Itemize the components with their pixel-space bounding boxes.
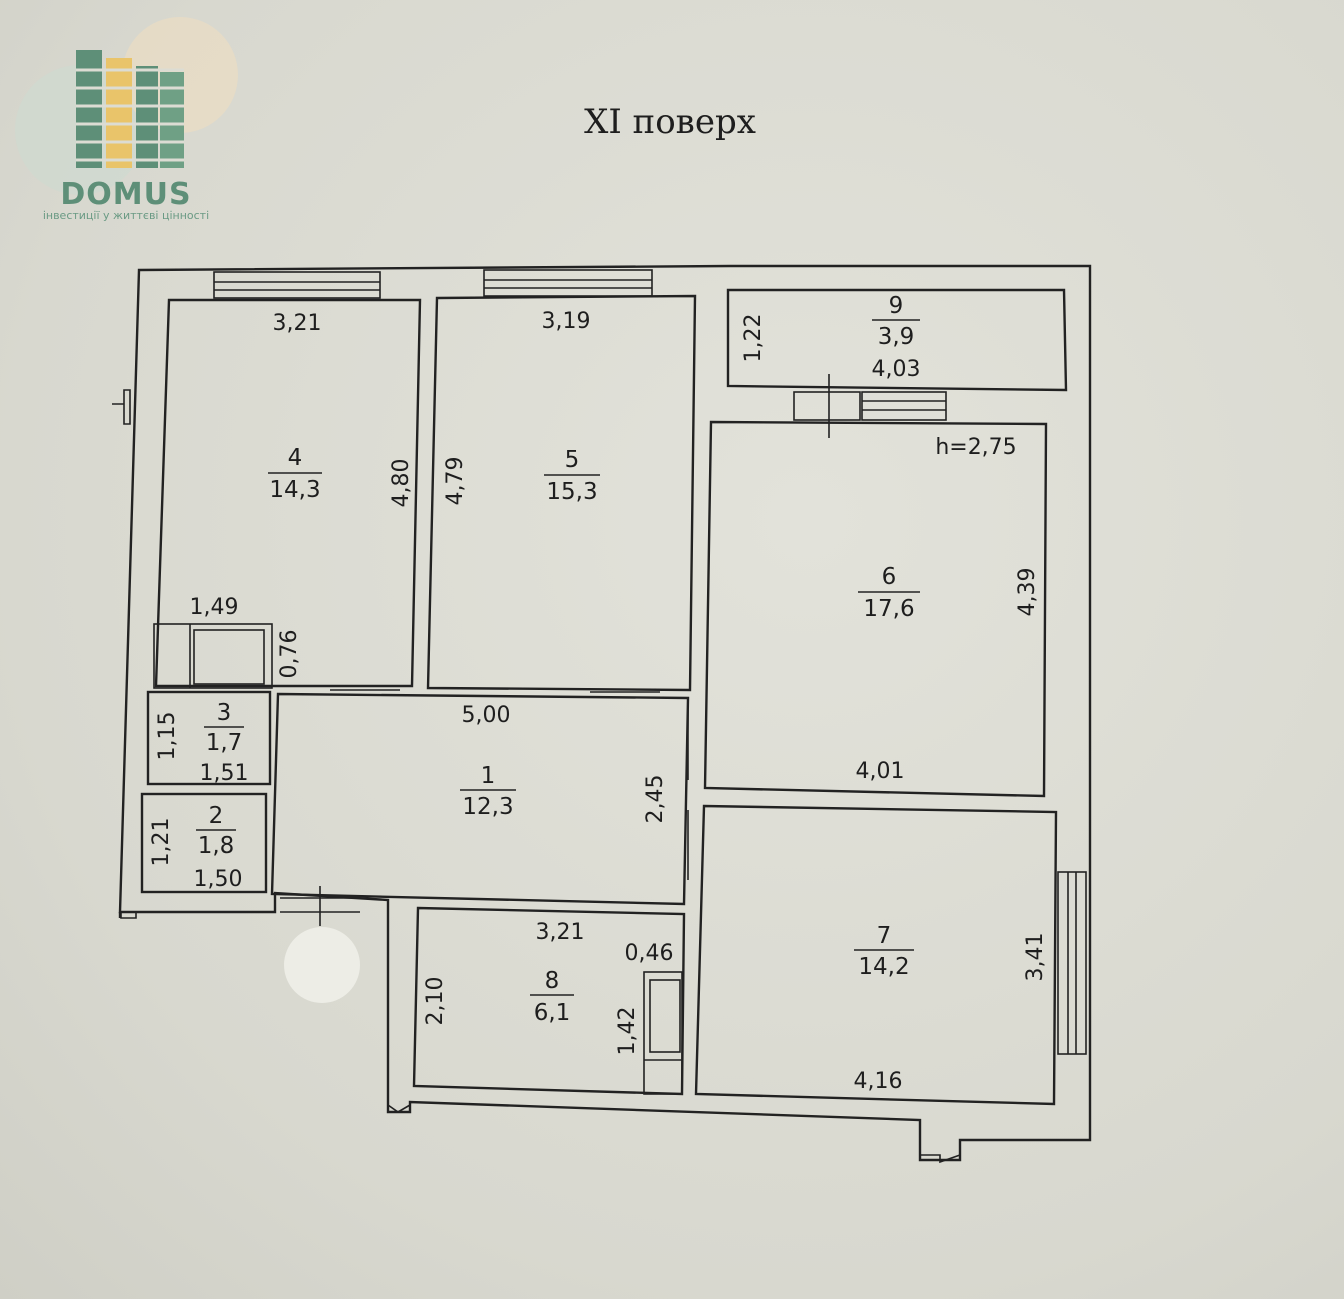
dim-r1-side: 2,45 — [643, 775, 668, 824]
room-4-outline — [154, 298, 422, 688]
dim-r3-side: 1,15 — [155, 712, 180, 761]
logo-tagline: інвестиції у життєві цінності — [43, 209, 209, 222]
rooms — [140, 269, 1087, 1106]
room-4-area: 14,3 — [269, 477, 320, 503]
dimension-labels: 3,21 4,80 3,19 4,79 1,22 4,03 h=2,75 4,3… — [149, 309, 1048, 1094]
room-labels: 4 14,3 5 15,3 9 3,9 6 17,6 3 1,7 2 1,8 1… — [196, 293, 920, 1026]
dim-r6-bottom: 4,01 — [856, 759, 905, 784]
dim-r9-bottom: 4,03 — [872, 357, 921, 382]
room-2-number: 2 — [209, 803, 224, 829]
dim-r6-side: 4,39 — [1015, 568, 1040, 617]
room-6-number: 6 — [882, 564, 897, 590]
dim-r2-bottom: 1,50 — [194, 867, 243, 892]
room-2-area: 1,8 — [198, 833, 235, 859]
room-9-area: 3,9 — [878, 324, 915, 350]
dim-r5-side: 4,79 — [443, 457, 468, 506]
building-icon — [76, 50, 184, 168]
room-9-outline — [726, 288, 1068, 392]
domus-logo: DOMUS інвестиції у життєві цінності — [15, 17, 238, 222]
room-7-area: 14,2 — [858, 954, 909, 980]
floor-title: XI поверх — [584, 102, 756, 142]
room-4-number: 4 — [288, 445, 303, 471]
room-3-number: 3 — [217, 700, 232, 726]
room-3-area: 1,7 — [206, 730, 243, 756]
room-9-number: 9 — [889, 293, 904, 319]
room-6-area: 17,6 — [863, 596, 914, 622]
closet-outline — [153, 623, 273, 689]
dim-r9-side: 1,22 — [741, 314, 766, 363]
room-7-number: 7 — [877, 923, 892, 949]
room-1-area: 12,3 — [462, 794, 513, 820]
dim-r8-niche: 0,46 — [625, 941, 674, 966]
room-1-number: 1 — [481, 763, 496, 789]
dim-r3-bottom: 1,51 — [200, 761, 249, 786]
dim-r4-top: 3,21 — [273, 311, 322, 336]
room-2-outline — [140, 792, 268, 894]
room-5-number: 5 — [565, 447, 580, 473]
dim-r1-top: 5,00 — [462, 703, 511, 728]
dim-r7-side: 3,41 — [1023, 933, 1048, 982]
window-room-6 — [793, 374, 947, 438]
room-8-number: 8 — [545, 968, 560, 994]
room-7-outline — [694, 804, 1058, 1106]
room-8-area: 6,1 — [534, 1000, 571, 1026]
dim-closet-width: 1,49 — [190, 595, 239, 620]
window-room-7 — [1057, 871, 1087, 1055]
dim-r4-side: 4,80 — [389, 459, 414, 508]
logo-brand: DOMUS — [60, 177, 191, 212]
dim-r7-bottom: 4,16 — [854, 1069, 903, 1094]
room-3-outline — [146, 690, 272, 786]
dim-r8-top: 3,21 — [536, 920, 585, 945]
stamp-mark — [284, 927, 360, 1003]
room-5-area: 15,3 — [546, 479, 597, 505]
dim-r8-side: 2,10 — [423, 977, 448, 1026]
room-6-height: h=2,75 — [935, 435, 1016, 460]
dim-r2-side: 1,21 — [149, 818, 174, 867]
walls — [112, 264, 1092, 1164]
window-top-middle — [483, 269, 653, 297]
window-top-left — [213, 271, 381, 299]
room-1-outline — [270, 692, 690, 906]
dim-r8-niche-side: 1,42 — [615, 1007, 640, 1056]
dim-closet-depth: 0,76 — [277, 630, 302, 679]
room-6-outline — [703, 420, 1048, 798]
dim-r5-top: 3,19 — [542, 309, 591, 334]
